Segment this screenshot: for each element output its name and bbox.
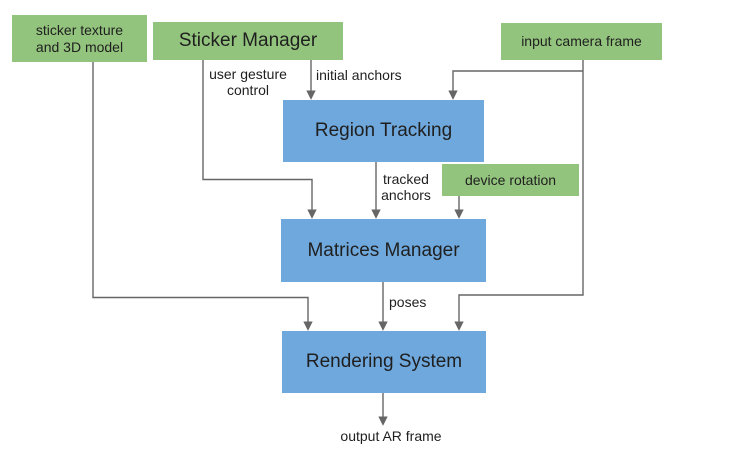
label-initial-anchors: initial anchors [316, 67, 402, 83]
label-tracked-anchors: tracked anchors [381, 171, 431, 203]
label-output-ar-frame: output AR frame [340, 428, 442, 444]
edge-user-gesture-to-matrices-manager [202, 60, 317, 219]
node-sticker-manager: Sticker Manager [153, 22, 343, 60]
node-device-rotation: device rotation [442, 164, 579, 196]
node-rendering-system: Rendering System [282, 331, 486, 393]
label-user-gesture-control: user gesture control [209, 66, 287, 98]
edge-camera-frame-to-region-tracking [448, 70, 583, 100]
edge-camera-frame-to-rendering-system [454, 59, 584, 331]
node-input-camera-frame: input camera frame [501, 23, 662, 60]
node-sticker-texture-3d-model: sticker texture and 3D model [12, 15, 147, 62]
label-poses: poses [389, 294, 427, 310]
node-matrices-manager: Matrices Manager [281, 219, 486, 282]
edge-sticker-texture-to-rendering-system [92, 62, 313, 331]
node-region-tracking: Region Tracking [283, 100, 484, 162]
